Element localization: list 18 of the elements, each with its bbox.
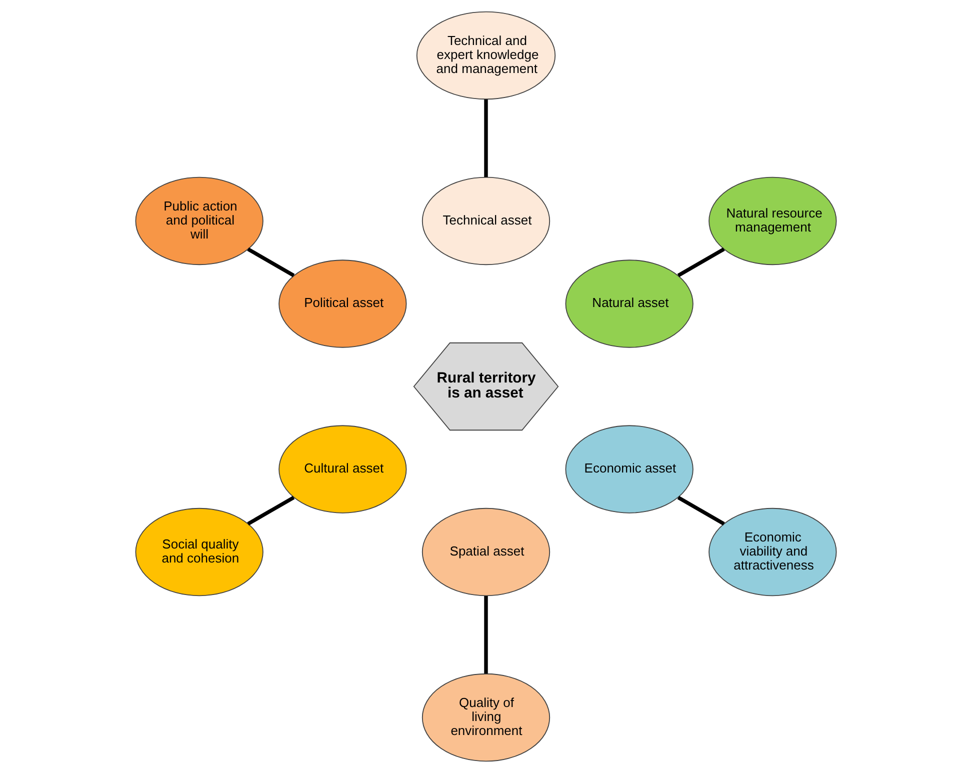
node-ellipse: Economic asset bbox=[565, 425, 694, 514]
node-ellipse: Spatial asset bbox=[422, 508, 550, 596]
connector bbox=[484, 596, 488, 674]
connector bbox=[247, 496, 295, 526]
node-ellipse: Natural resource management bbox=[708, 176, 837, 266]
node-ellipse: Natural asset bbox=[565, 260, 694, 348]
connector bbox=[484, 99, 488, 178]
node-ellipse: Economic viability and attractiveness bbox=[708, 508, 837, 596]
connector bbox=[677, 496, 725, 526]
node-ellipse: Public action and political will bbox=[135, 176, 264, 266]
node-ellipse: Technical and expert knowledge and management bbox=[416, 11, 556, 100]
node-ellipse: Cultural asset bbox=[278, 425, 407, 514]
node-ellipse: Social quality and cohesion bbox=[135, 508, 264, 596]
connector bbox=[677, 248, 725, 278]
node-ellipse: Technical asset bbox=[422, 176, 550, 266]
node-ellipse: Quality of living environment bbox=[422, 673, 550, 762]
connector bbox=[247, 248, 295, 278]
node-ellipse: Political asset bbox=[278, 260, 407, 348]
